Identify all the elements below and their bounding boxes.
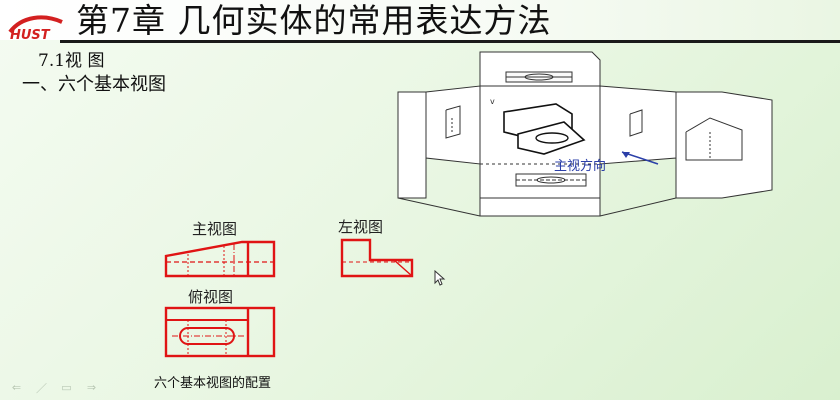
logo-text: HUST	[10, 28, 51, 42]
hust-logo: HUST	[8, 15, 63, 42]
front-view-label: 主视图	[192, 220, 238, 238]
mouse-cursor-icon	[434, 270, 446, 286]
section-heading: 7.1视 图	[38, 51, 105, 71]
subheading: 一、六个基本视图	[22, 74, 166, 95]
title-bar	[0, 0, 840, 40]
svg-text:v: v	[490, 97, 495, 106]
slide-navigation: ⇐ ／ ▭ ⇒	[8, 381, 100, 395]
previous-slide-button[interactable]: ⇐	[11, 381, 22, 394]
front-view-drawing	[164, 240, 276, 278]
projection-box-figure: v	[397, 51, 773, 217]
figure-caption: 六个基本视图的配置	[154, 376, 272, 391]
top-view-drawing	[164, 306, 276, 358]
front-view-direction-label: 主视方向	[554, 159, 607, 174]
next-slide-button[interactable]: ⇒	[86, 381, 97, 394]
title-divider	[60, 40, 840, 43]
left-view-drawing	[340, 238, 414, 278]
left-view-label: 左视图	[338, 218, 384, 236]
pen-tool-button[interactable]: ／	[36, 381, 47, 395]
slide-menu-button[interactable]: ▭	[61, 381, 72, 394]
top-view-label: 俯视图	[188, 288, 234, 306]
slide-title: 第7章 几何实体的常用表达方法	[76, 1, 552, 40]
